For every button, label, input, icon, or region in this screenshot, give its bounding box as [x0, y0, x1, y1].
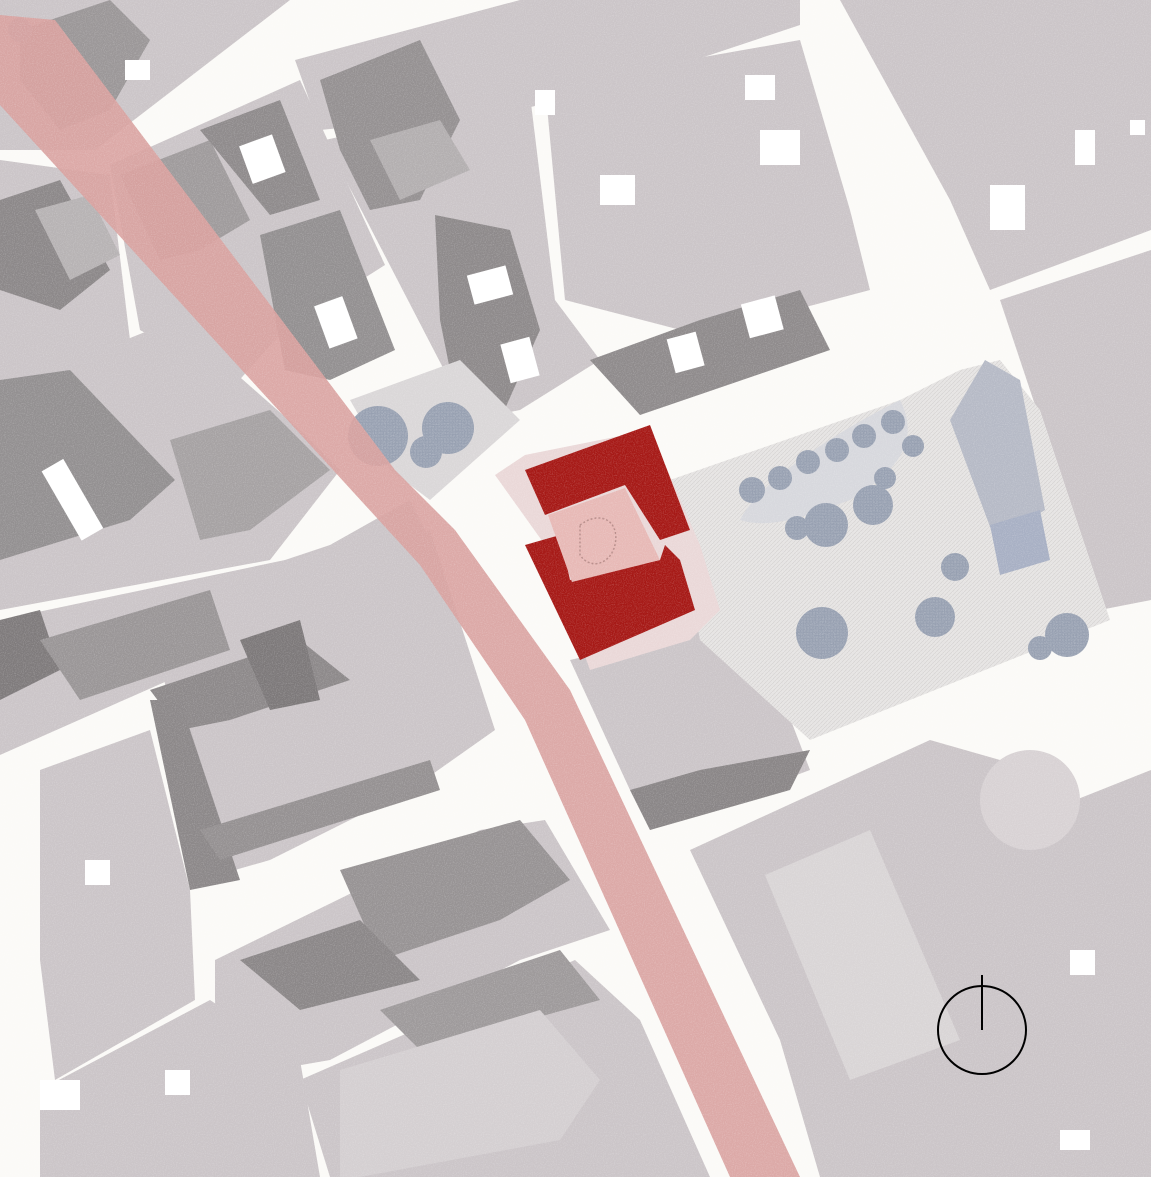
north-arrow-icon	[937, 975, 1027, 1075]
